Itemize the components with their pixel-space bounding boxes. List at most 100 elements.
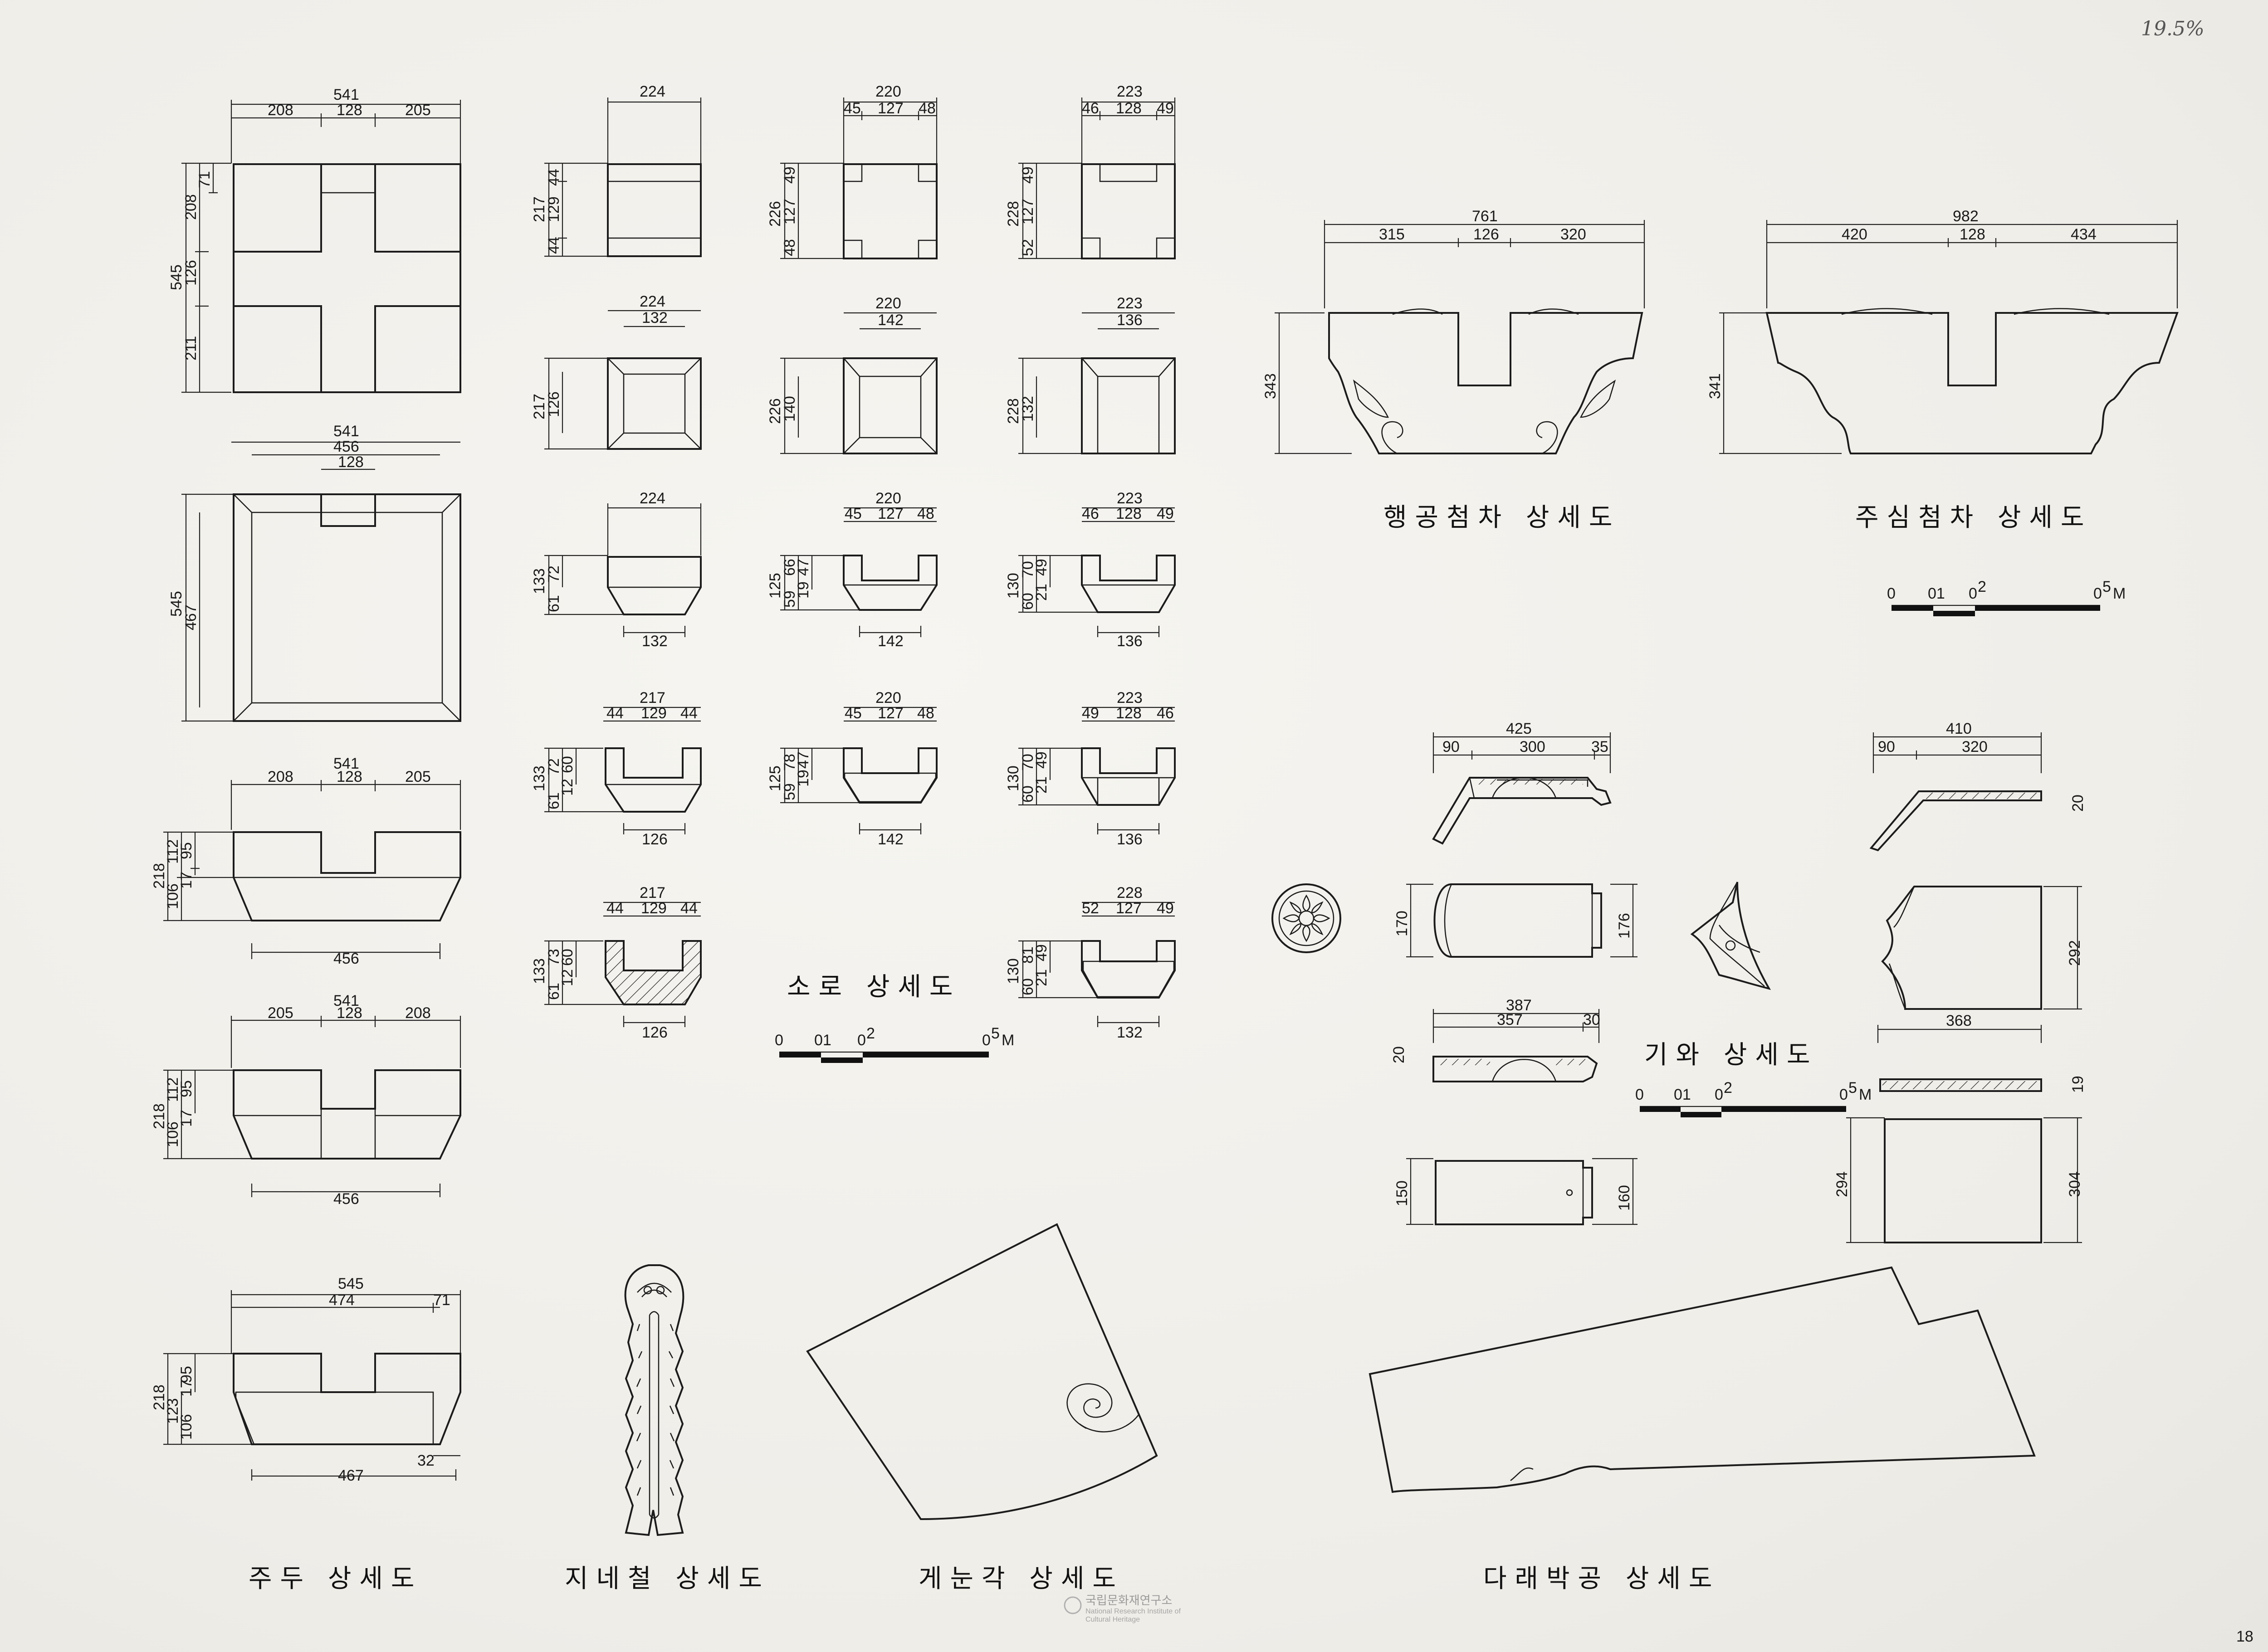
dim-44: 44 bbox=[606, 705, 624, 722]
scale-label-5: 0 bbox=[1839, 1086, 1848, 1103]
dim-132: 132 bbox=[642, 633, 668, 650]
dim-223: 223 bbox=[1117, 295, 1143, 312]
dim-126: 126 bbox=[642, 831, 668, 848]
dim-226: 226 bbox=[767, 201, 784, 227]
dim-49: 49 bbox=[1033, 559, 1050, 576]
dim-218: 218 bbox=[151, 1384, 168, 1410]
dim-292: 292 bbox=[2066, 940, 2083, 966]
dim-112: 112 bbox=[164, 839, 181, 864]
scale-label-2: 0 bbox=[1715, 1086, 1723, 1103]
dim-30: 30 bbox=[1583, 1011, 1600, 1028]
dim-130: 130 bbox=[1005, 573, 1022, 599]
dim-95: 95 bbox=[178, 1080, 195, 1097]
dim-44: 44 bbox=[606, 900, 624, 917]
dim-78: 78 bbox=[781, 754, 798, 771]
dim-45: 45 bbox=[844, 100, 861, 117]
dim-17: 17 bbox=[178, 1110, 195, 1127]
dim-128: 128 bbox=[337, 768, 362, 785]
dim-112: 112 bbox=[164, 1077, 181, 1102]
scale-note: 19.5% bbox=[2141, 17, 2204, 40]
dim-21: 21 bbox=[1033, 776, 1050, 794]
dim-220: 220 bbox=[875, 83, 901, 100]
title-judu: 주두 상세도 bbox=[249, 1564, 422, 1594]
dim-127: 127 bbox=[878, 100, 904, 117]
dim-136: 136 bbox=[1117, 312, 1143, 329]
dim-70: 70 bbox=[1019, 754, 1036, 771]
dim-61: 61 bbox=[545, 983, 562, 1000]
dim-128: 128 bbox=[337, 1004, 362, 1022]
dim-127: 127 bbox=[781, 199, 798, 224]
gyenungak-drawing bbox=[806, 1223, 1158, 1520]
dim-49: 49 bbox=[1033, 944, 1050, 961]
dim-52: 52 bbox=[1082, 900, 1099, 917]
dim-59: 59 bbox=[781, 590, 798, 608]
dim-21: 21 bbox=[1033, 584, 1050, 601]
dim-136: 136 bbox=[1117, 831, 1143, 848]
dim-46: 46 bbox=[1082, 505, 1099, 522]
dim-217: 217 bbox=[640, 884, 665, 902]
dim-545: 545 bbox=[168, 264, 185, 290]
dim-125: 125 bbox=[767, 573, 784, 599]
dim-223: 223 bbox=[1117, 689, 1143, 707]
dim-220: 220 bbox=[875, 490, 901, 507]
dim-208: 208 bbox=[268, 102, 293, 119]
scale-label-5-sup: 5 bbox=[991, 1025, 1000, 1042]
dim-127: 127 bbox=[1019, 199, 1036, 224]
watermark-korean: 국립문화재연구소 bbox=[1085, 1594, 1172, 1608]
dim-224: 224 bbox=[640, 490, 665, 507]
dim-17: 17 bbox=[178, 1379, 195, 1397]
dim-541: 541 bbox=[333, 755, 359, 772]
dim-132: 132 bbox=[1019, 396, 1036, 422]
dim-224: 224 bbox=[640, 83, 665, 100]
scale-label-0: 0 bbox=[775, 1032, 783, 1049]
dim-44: 44 bbox=[545, 237, 562, 254]
dim-133: 133 bbox=[531, 568, 548, 594]
dim-456: 456 bbox=[333, 1190, 359, 1208]
page-number: 18 bbox=[2236, 1628, 2253, 1645]
dim-35: 35 bbox=[1591, 738, 1608, 755]
scale-unit: M bbox=[1859, 1086, 1872, 1103]
dim-208: 208 bbox=[405, 1004, 431, 1022]
dim-357: 357 bbox=[1497, 1011, 1523, 1028]
watermark-english-2: Cultural Heritage bbox=[1085, 1616, 1140, 1623]
scale-label-5: 0 bbox=[982, 1032, 991, 1049]
jusim-cheomcha: 982 420 128 434 341 bbox=[1706, 208, 2179, 454]
judu-section: 545 474 71 218 95 17 123 106 32 467 bbox=[151, 1275, 461, 1484]
dim-129: 129 bbox=[545, 196, 562, 222]
dim-410: 410 bbox=[1946, 720, 1972, 737]
scale-label-2-sup: 2 bbox=[1724, 1079, 1732, 1096]
dim-49: 49 bbox=[1157, 900, 1174, 917]
dim-60: 60 bbox=[1019, 785, 1036, 803]
dim-142: 142 bbox=[878, 633, 904, 650]
dim-70: 70 bbox=[1019, 561, 1036, 578]
dim-456: 456 bbox=[333, 438, 359, 455]
scale-label-5-sup: 5 bbox=[2102, 578, 2111, 595]
dim-387: 387 bbox=[1506, 997, 1532, 1014]
dim-140: 140 bbox=[781, 396, 798, 422]
dim-49: 49 bbox=[1033, 751, 1050, 769]
judu-plan-view: 541 208 128 205 545 208 126 211 71 bbox=[168, 86, 461, 393]
dim-136: 136 bbox=[1117, 633, 1143, 650]
dim-541: 541 bbox=[333, 423, 359, 440]
dim-205: 205 bbox=[405, 768, 431, 785]
darae-bakgong-drawing bbox=[1369, 1266, 2036, 1493]
scale-label-5-sup: 5 bbox=[1848, 1079, 1857, 1096]
dim-126: 126 bbox=[1473, 226, 1499, 243]
dim-320: 320 bbox=[1560, 226, 1586, 243]
judu-front-elevation: 541 208 128 205 218 112 95 106 17 456 bbox=[151, 755, 461, 967]
dim-128: 128 bbox=[1116, 100, 1142, 117]
dim-73: 73 bbox=[545, 949, 562, 966]
dim-44: 44 bbox=[545, 169, 562, 186]
giwa-rosette-end-tile bbox=[1271, 883, 1341, 953]
dim-217: 217 bbox=[640, 689, 665, 707]
dim-32: 32 bbox=[417, 1452, 435, 1469]
dim-12: 12 bbox=[559, 969, 576, 986]
dim-61: 61 bbox=[545, 595, 562, 612]
dim-61: 61 bbox=[545, 792, 562, 809]
dim-106: 106 bbox=[164, 1121, 181, 1147]
dim-128: 128 bbox=[1116, 705, 1142, 722]
dim-224: 224 bbox=[640, 293, 665, 310]
dim-220: 220 bbox=[875, 295, 901, 312]
soro-col2: 220 45 127 48 226 49 127 48 220 142 226 … bbox=[767, 83, 938, 848]
